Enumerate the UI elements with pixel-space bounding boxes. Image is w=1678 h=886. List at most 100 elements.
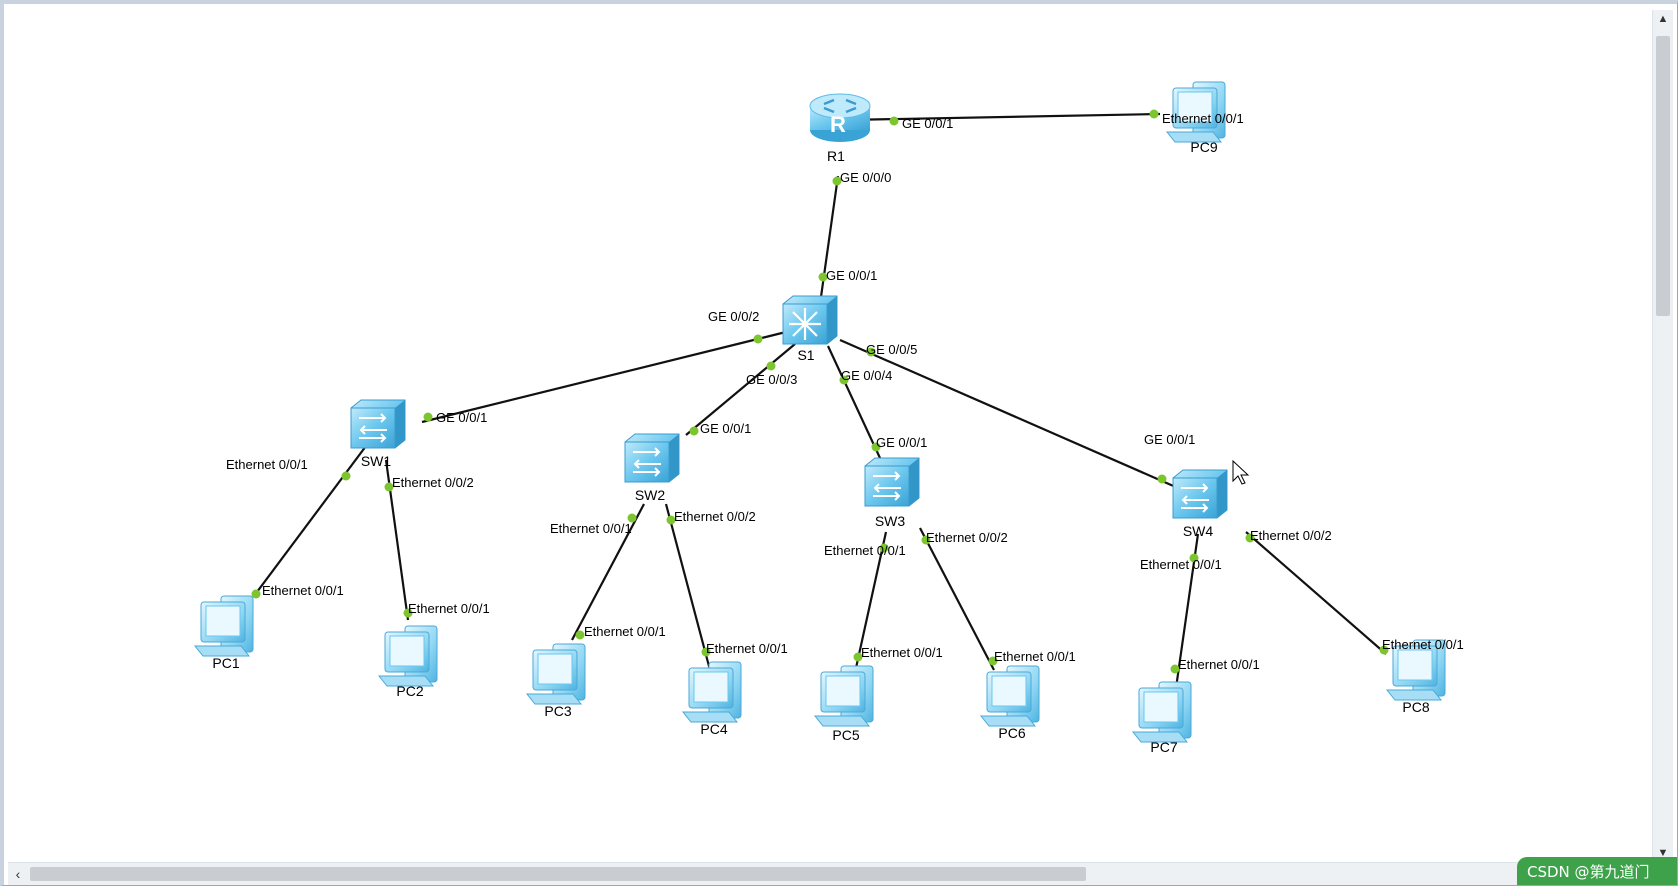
port-dot-icon xyxy=(889,116,899,126)
pc-icon xyxy=(378,625,438,687)
port-label: Ethernet 0/0/1 xyxy=(861,645,943,660)
port-label: GE 0/0/4 xyxy=(841,368,892,383)
device-pc2[interactable] xyxy=(378,625,438,687)
vertical-scrollbar[interactable]: ▲ ▼ xyxy=(1652,10,1673,862)
port-dot-icon xyxy=(1245,533,1255,543)
port-dot-icon xyxy=(753,334,763,344)
port-label: Ethernet 0/0/1 xyxy=(706,641,788,656)
port-label: Ethernet 0/0/2 xyxy=(1250,528,1332,543)
horizontal-scrollbar[interactable]: ‹ xyxy=(8,862,1658,885)
switch-icon xyxy=(1172,469,1228,519)
device-sw4[interactable] xyxy=(1172,469,1228,519)
device-pc6[interactable] xyxy=(980,665,1040,727)
port-label: Ethernet 0/0/2 xyxy=(926,530,1008,545)
pc-icon xyxy=(980,665,1040,727)
device-name: PC2 xyxy=(396,683,423,699)
device-sw3[interactable] xyxy=(864,457,920,507)
port-dot-icon xyxy=(871,442,881,452)
device-pc3[interactable] xyxy=(526,643,586,705)
port-label: GE 0/0/1 xyxy=(700,421,751,436)
port-label: Ethernet 0/0/1 xyxy=(824,543,906,558)
device-sw2[interactable] xyxy=(624,433,680,483)
port-label: GE 0/0/3 xyxy=(746,372,797,387)
port-dot-icon xyxy=(403,608,413,618)
port-label: Ethernet 0/0/1 xyxy=(1382,637,1464,652)
port-label: GE 0/0/1 xyxy=(826,268,877,283)
pc-icon xyxy=(682,661,742,723)
link-sw3-pc5[interactable] xyxy=(854,531,888,669)
link-sw2-pc4[interactable] xyxy=(664,503,712,671)
port-label: GE 0/0/1 xyxy=(436,410,487,425)
switch-icon xyxy=(350,399,406,449)
device-sw1[interactable] xyxy=(350,399,406,449)
port-dot-icon xyxy=(879,543,889,553)
watermark-text: CSDN @第九道门 xyxy=(1527,863,1650,881)
link-r1-pc9[interactable] xyxy=(845,112,1161,122)
device-pc7[interactable] xyxy=(1132,681,1192,743)
link-r1-s1[interactable] xyxy=(818,175,840,305)
device-name: R1 xyxy=(827,148,845,164)
device-name: SW3 xyxy=(875,513,906,529)
device-r1[interactable] xyxy=(808,92,872,144)
pc-icon xyxy=(526,643,586,705)
horizontal-scroll-thumb[interactable] xyxy=(30,867,1086,881)
link-s1-sw3[interactable] xyxy=(827,345,881,459)
link-sw1-pc1[interactable] xyxy=(253,445,367,597)
pc-icon xyxy=(194,595,254,657)
device-name: PC7 xyxy=(1150,739,1177,755)
link-sw4-pc8[interactable] xyxy=(1245,531,1387,655)
port-label: Ethernet 0/0/1 xyxy=(262,583,344,598)
device-name: S1 xyxy=(797,347,814,363)
link-s1-sw4[interactable] xyxy=(839,338,1179,490)
link-s1-sw1[interactable] xyxy=(421,330,787,424)
device-name: SW4 xyxy=(1183,523,1214,539)
port-dot-icon xyxy=(1149,109,1159,119)
link-sw2-pc3[interactable] xyxy=(571,503,645,641)
port-label: Ethernet 0/0/1 xyxy=(1140,557,1222,572)
port-label: Ethernet 0/0/1 xyxy=(226,457,308,472)
port-dot-icon xyxy=(627,513,637,523)
port-label: GE 0/0/1 xyxy=(902,116,953,131)
port-dot-icon xyxy=(575,630,585,640)
port-dot-icon xyxy=(839,375,849,385)
port-label: GE 0/0/1 xyxy=(1144,432,1195,447)
device-pc1[interactable] xyxy=(194,595,254,657)
vertical-scroll-thumb[interactable] xyxy=(1656,36,1670,316)
device-name: PC6 xyxy=(998,725,1025,741)
device-name: PC5 xyxy=(832,727,859,743)
port-dot-icon xyxy=(341,471,351,481)
scroll-down-icon[interactable]: ▼ xyxy=(1657,847,1669,859)
device-name: PC8 xyxy=(1402,699,1429,715)
device-name: PC9 xyxy=(1190,139,1217,155)
link-s1-sw2[interactable] xyxy=(685,343,796,436)
port-dot-icon xyxy=(832,176,842,186)
pc-icon xyxy=(814,665,874,727)
port-dot-icon xyxy=(384,482,394,492)
port-label: GE 0/0/0 xyxy=(840,170,891,185)
port-label: GE 0/0/1 xyxy=(876,435,927,450)
device-s1[interactable] xyxy=(781,294,839,346)
port-dot-icon xyxy=(921,535,931,545)
switch-icon xyxy=(864,457,920,507)
device-pc5[interactable] xyxy=(814,665,874,727)
watermark: CSDN @第九道门 xyxy=(1517,857,1677,885)
scroll-up-icon[interactable]: ▲ xyxy=(1657,13,1669,25)
port-dot-icon xyxy=(1170,664,1180,674)
port-label: Ethernet 0/0/1 xyxy=(994,649,1076,664)
port-label: Ethernet 0/0/1 xyxy=(1162,111,1244,126)
scroll-left-icon[interactable]: ‹ xyxy=(15,866,21,882)
port-label: Ethernet 0/0/2 xyxy=(674,509,756,524)
port-dot-icon xyxy=(1157,474,1167,484)
mouse-cursor-icon xyxy=(1232,460,1250,485)
link-sw3-pc6[interactable] xyxy=(919,527,995,671)
port-dot-icon xyxy=(701,647,711,657)
port-dot-icon xyxy=(689,426,699,436)
core-switch-icon xyxy=(781,294,839,346)
port-dot-icon xyxy=(853,652,863,662)
port-dot-icon xyxy=(666,515,676,525)
device-pc4[interactable] xyxy=(682,661,742,723)
port-dot-icon xyxy=(766,361,776,371)
port-dot-icon xyxy=(423,412,433,422)
